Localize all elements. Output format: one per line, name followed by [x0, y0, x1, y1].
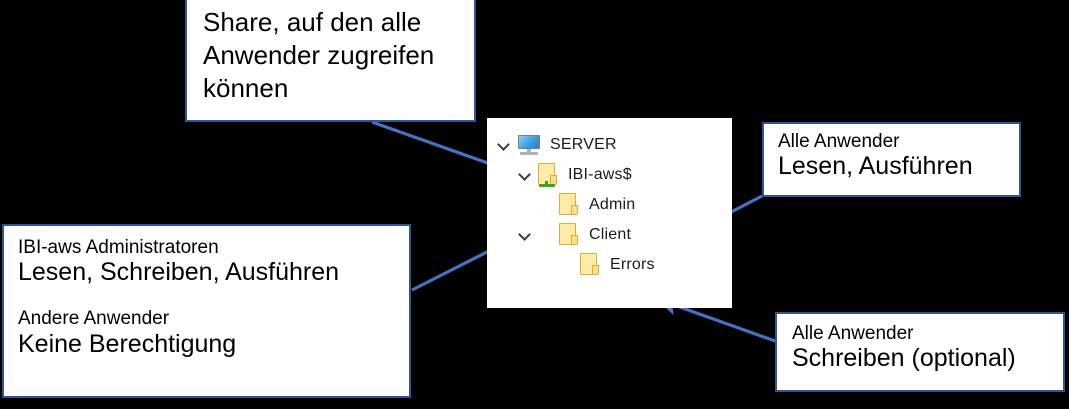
all-users-read-title: Alle Anwender: [778, 131, 900, 152]
tree-label-client: Client: [589, 226, 632, 243]
all-users-read-callout: Alle Anwender Lesen, Ausführen: [762, 122, 1021, 197]
share-description-callout: Share, auf den alle Anwender zugreifen k…: [185, 0, 476, 122]
folder-tree-panel: SERVER IBI-aws$ Admin Client: [487, 118, 732, 308]
folder-icon: [559, 223, 580, 247]
admin-group-rights: Lesen, Schreiben, Ausführen: [18, 258, 340, 287]
all-users-write-title: Alle Anwender: [792, 323, 914, 344]
tree-row-client[interactable]: Client: [487, 220, 732, 250]
callout-spacer: [18, 286, 409, 308]
tree-row-ibi-aws[interactable]: IBI-aws$: [487, 160, 732, 190]
tree-row-admin[interactable]: Admin: [487, 190, 732, 220]
folder-icon: [559, 193, 580, 217]
admin-group-title: IBI-aws Administratoren: [18, 237, 219, 258]
all-users-read-rights: Lesen, Ausführen: [778, 152, 973, 181]
chevron-placeholder-icon: [539, 198, 553, 212]
tree-label-errors: Errors: [610, 256, 655, 273]
tree-label-ibi-aws: IBI-aws$: [568, 166, 632, 183]
tree-label-server: SERVER: [550, 136, 617, 153]
tree-row-server[interactable]: SERVER: [487, 130, 732, 160]
chevron-down-icon[interactable]: [518, 228, 532, 242]
other-users-rights: Keine Berechtigung: [18, 329, 237, 358]
all-users-write-rights: Schreiben (optional): [792, 344, 1016, 373]
tree-row-errors[interactable]: Errors: [487, 250, 732, 280]
monitor-icon: [517, 135, 541, 155]
chevron-down-icon[interactable]: [518, 168, 532, 182]
admin-permissions-callout: IBI-aws Administratoren Lesen, Schreiben…: [2, 224, 411, 398]
shared-folder-icon: [538, 163, 559, 187]
chevron-down-icon[interactable]: [497, 138, 511, 152]
share-description-line-2: Anwender zugreifen: [203, 39, 435, 70]
folder-icon: [580, 253, 601, 277]
share-description-line-1: Share, auf den alle: [203, 7, 422, 37]
tree-label-admin: Admin: [589, 196, 636, 213]
other-users-title: Andere Anwender: [18, 308, 170, 330]
share-description-line-3: können: [203, 72, 289, 103]
chevron-placeholder-icon: [560, 258, 574, 272]
all-users-write-callout: Alle Anwender Schreiben (optional): [775, 312, 1065, 392]
